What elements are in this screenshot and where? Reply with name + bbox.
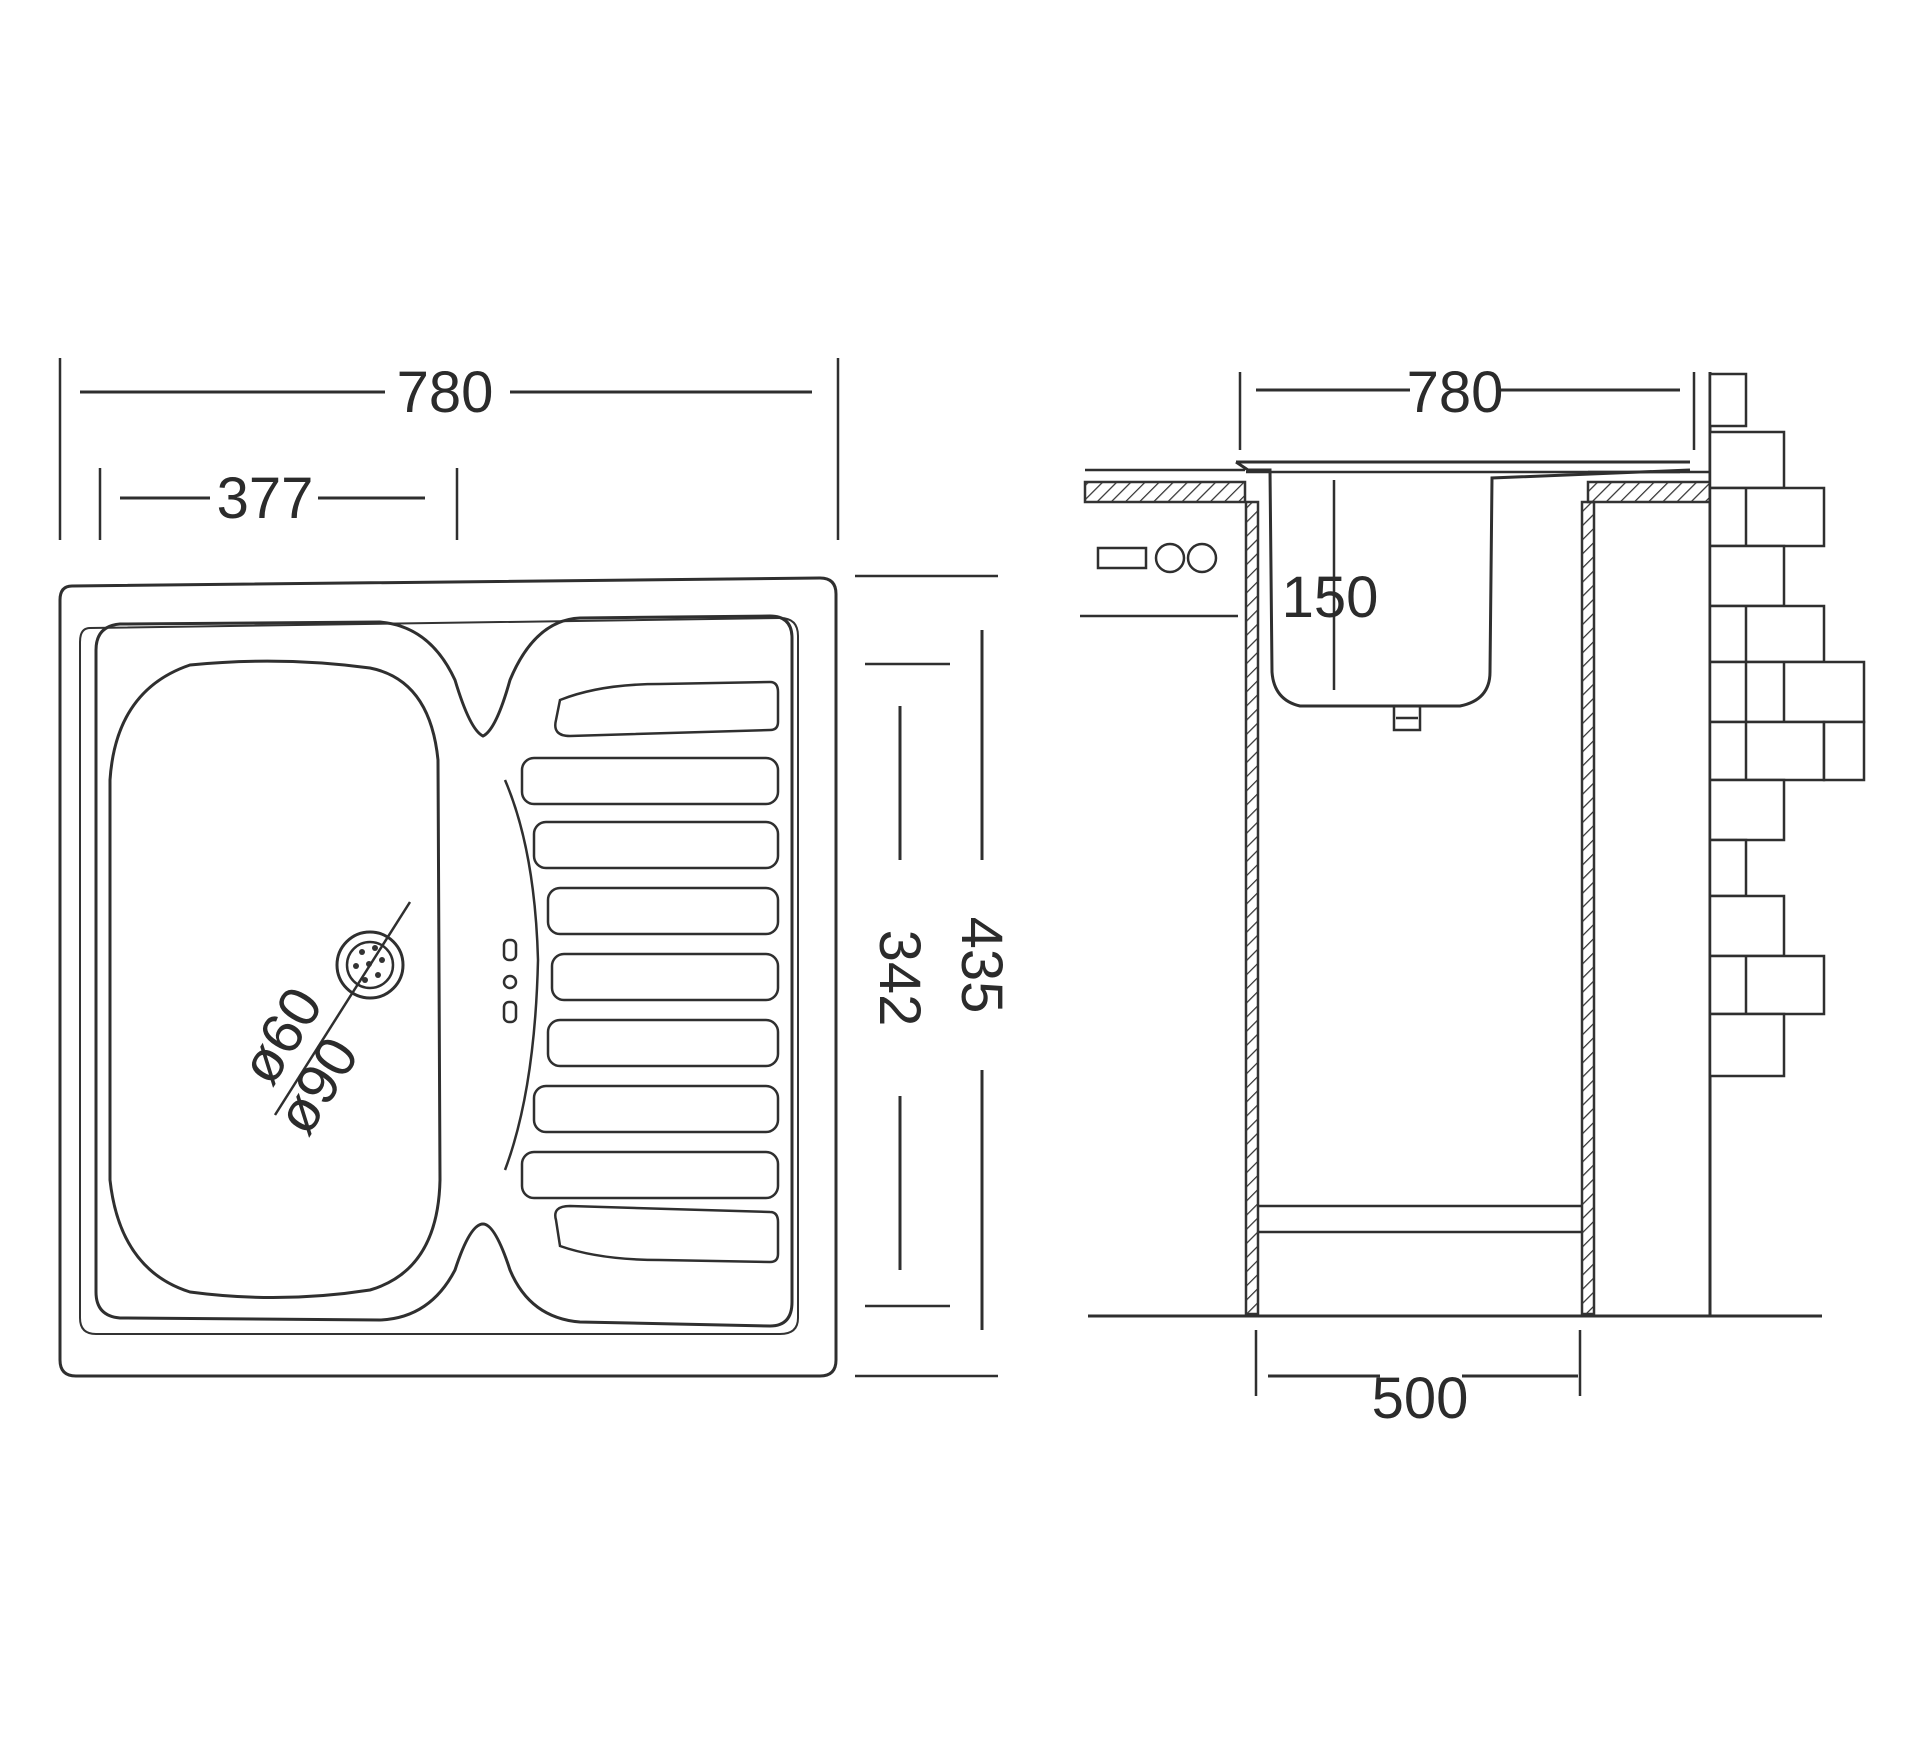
drainboard-ribs	[520, 680, 780, 1264]
dimension-overall-width: 780	[58, 358, 840, 540]
cabinet-width-label: 500	[1372, 1366, 1469, 1431]
outer-depth-label: 435	[949, 917, 1014, 1014]
side-width-label: 780	[1407, 360, 1504, 425]
overall-width-label: 780	[397, 360, 494, 425]
bowl-and-drainboard	[94, 614, 794, 1328]
brick-wall-icon	[1708, 372, 1866, 1316]
countertop-left	[1080, 468, 1247, 618]
top-view: 780 377	[58, 358, 1014, 1378]
dimension-outer-depth: 435	[855, 574, 1014, 1378]
sink-top-outline	[58, 576, 838, 1378]
bowl-width-label: 377	[217, 466, 314, 531]
sink-side-profile: 150	[1235, 460, 1691, 732]
drain-icon	[273, 901, 412, 1116]
side-view: 780 150	[1080, 360, 1866, 1431]
dimension-side-width: 780	[1238, 360, 1696, 450]
cabinet	[1088, 500, 1822, 1318]
bowl-height-label: 150	[1282, 565, 1379, 630]
dimension-bowl-width: 377	[98, 466, 459, 540]
dimension-bowl-depth: 342	[865, 662, 950, 1308]
dimension-cabinet-width: 500	[1254, 1330, 1582, 1431]
bowl-depth-label: 342	[867, 930, 932, 1027]
countertop-right	[1586, 470, 1712, 504]
overflow-icon	[502, 938, 518, 1024]
